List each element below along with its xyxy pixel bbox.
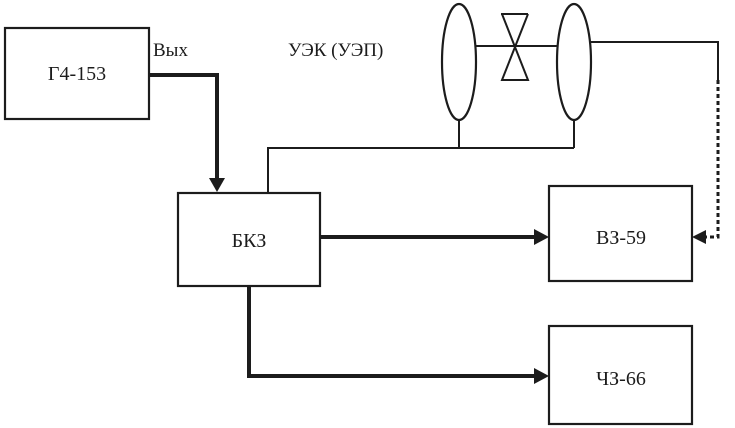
counter-block: ЧЗ-66 bbox=[547, 324, 694, 426]
counter-label: ЧЗ-66 bbox=[596, 368, 646, 390]
coupler-to-counter-connection bbox=[247, 286, 549, 384]
sensor-to-voltmeter-dashed-connection bbox=[591, 41, 720, 244]
voltmeter-block: ВЗ-59 bbox=[547, 184, 694, 283]
generator-to-coupler-connection bbox=[149, 73, 225, 192]
voltmeter-label: ВЗ-59 bbox=[596, 227, 646, 249]
sensor-label: УЭК (УЭП) bbox=[288, 40, 383, 61]
sensor-assembly bbox=[440, 2, 593, 122]
coupler-to-voltmeter-connection bbox=[320, 229, 549, 245]
left-transducer bbox=[440, 2, 478, 122]
coupler-block: БКЗ bbox=[176, 191, 322, 288]
coupler-label: БКЗ bbox=[232, 230, 267, 252]
generator-label: Г4-153 bbox=[48, 63, 106, 85]
output-label: Вых bbox=[153, 40, 188, 61]
coupler-to-sensor-connection bbox=[267, 120, 575, 193]
generator-block: Г4-153 bbox=[3, 26, 151, 121]
right-transducer bbox=[555, 2, 593, 122]
valve-symbol bbox=[500, 13, 530, 81]
